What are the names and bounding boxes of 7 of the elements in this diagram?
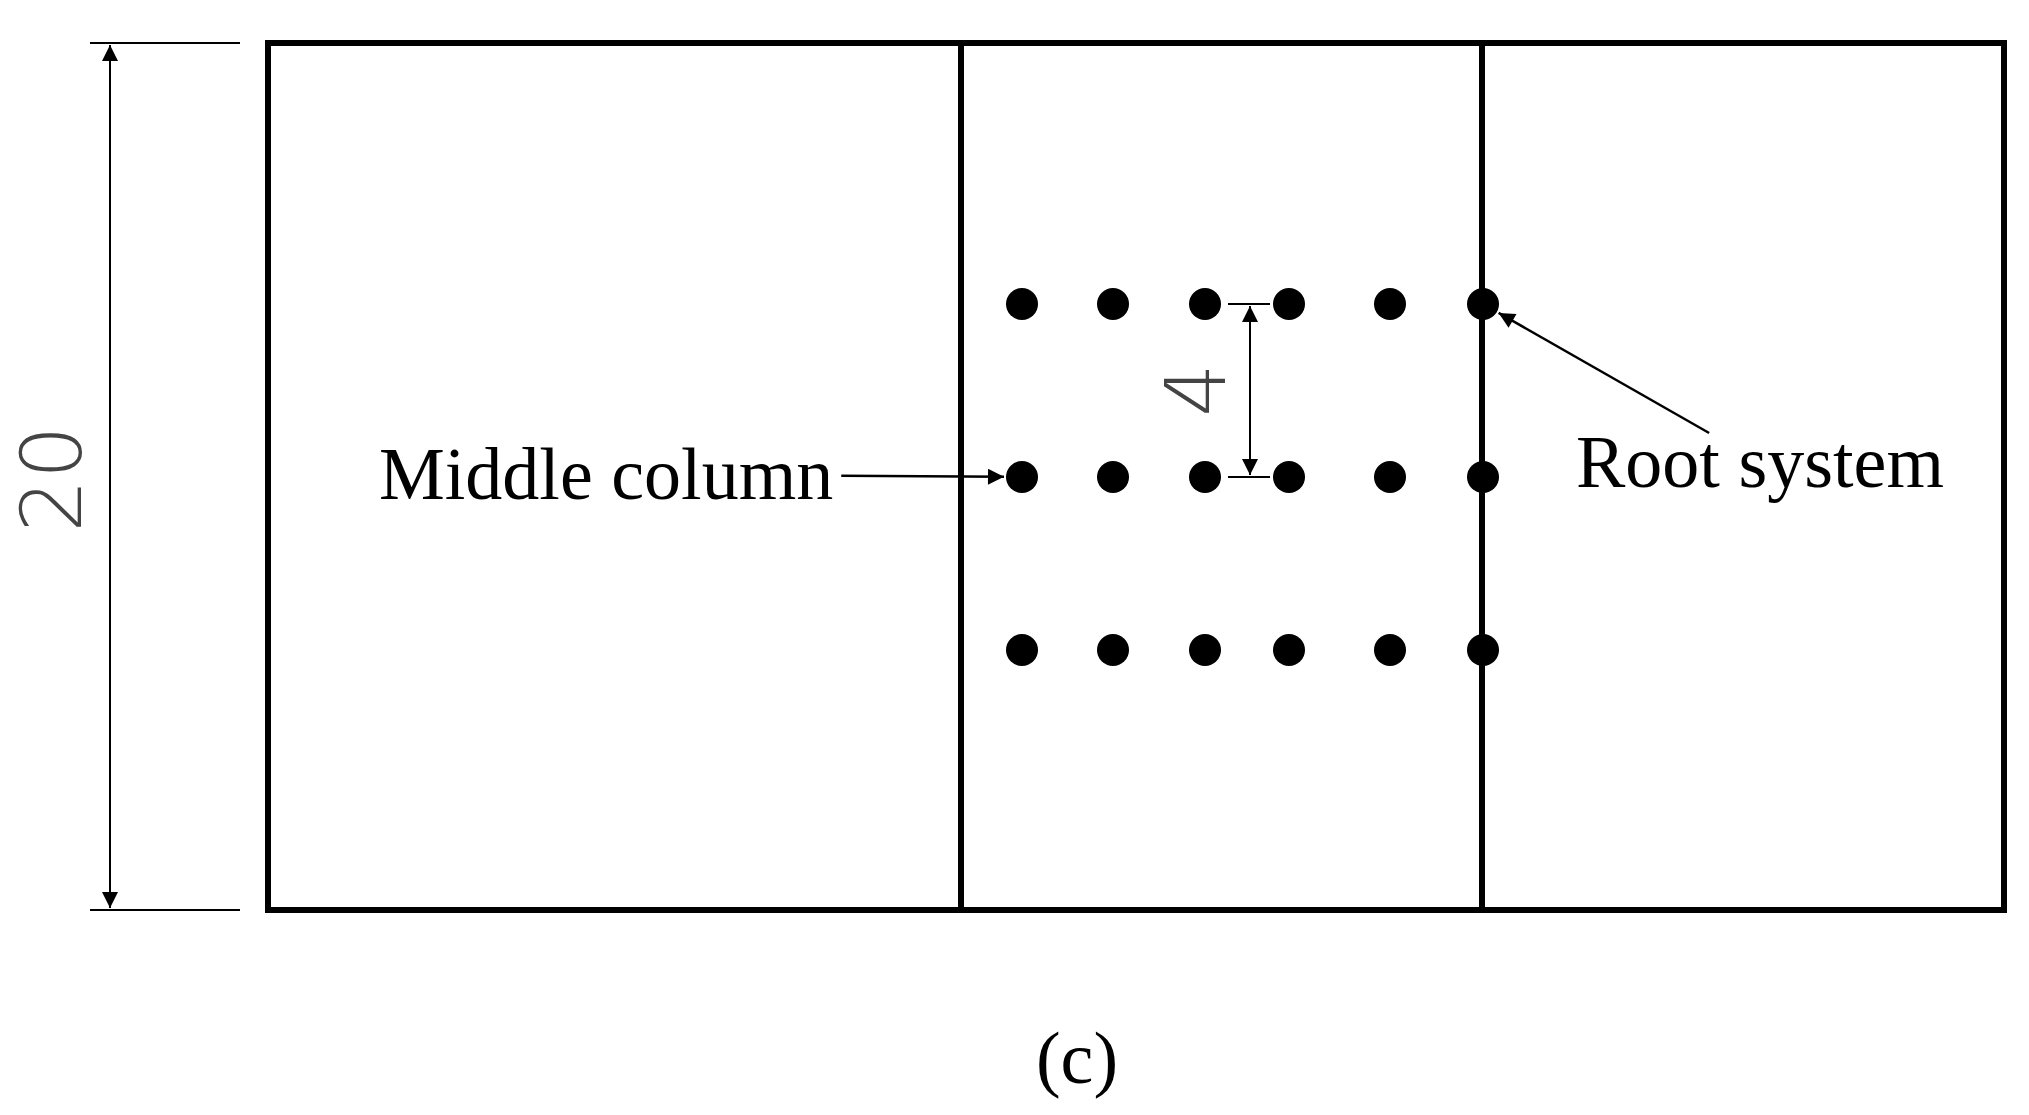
callout-label: Middle column: [379, 437, 834, 511]
dimension-value: 4: [1154, 363, 1238, 417]
dimension-value: 20: [10, 425, 94, 533]
leader-arrow: [841, 468, 1004, 485]
leader-arrow: [1498, 311, 1710, 435]
root-dot: [1006, 461, 1038, 493]
root-dot: [1467, 288, 1499, 320]
